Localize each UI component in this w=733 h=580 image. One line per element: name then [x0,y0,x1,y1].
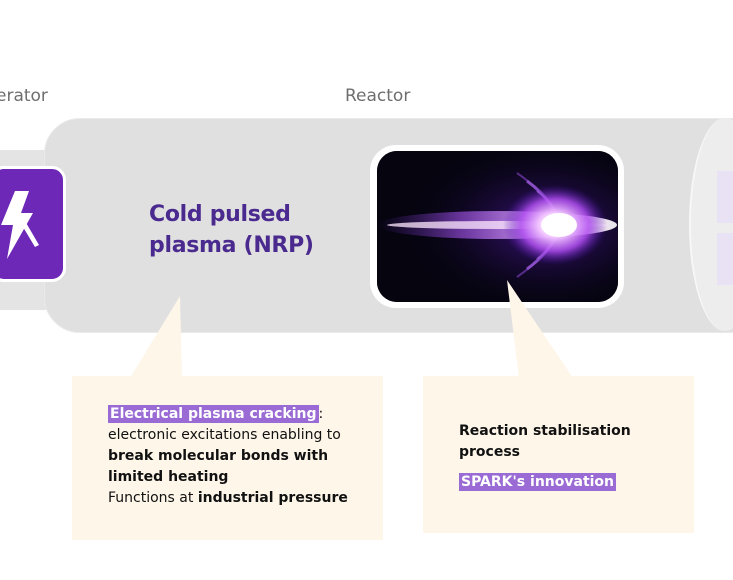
line3-prefix: Functions at [108,490,198,506]
left-callout [72,376,383,540]
left-callout-line3: Functions at industrial pressure [108,488,378,509]
nrp-title-line1: Cold pulsed [149,202,291,227]
plasma-discharge-image [377,151,618,302]
highlight-colon: : [318,406,324,422]
right-callout-text: Reaction stabilisation process SPARK's i… [459,421,694,502]
left-callout-text: Electrical plasma cracking: electronic e… [108,404,378,509]
left-callout-bold-line: break molecular bonds with limited heati… [108,448,329,485]
nrp-title-line2: plasma (NRP) [149,233,314,258]
lightning-bolt-icon [1,191,39,259]
generator-box [0,166,66,282]
spark-innovation-highlight: SPARK's innovation [459,473,617,491]
output-block-top [717,171,733,223]
electrical-plasma-cracking-highlight: Electrical plasma cracking [108,405,319,423]
right-callout-bold-line: Reaction stabilisation process [459,423,631,460]
output-block-bottom [717,233,733,285]
nrp-title: Cold pulsed plasma (NRP) [149,199,314,261]
right-callout-pointer [507,280,573,378]
reactor-label: Reactor [345,86,411,106]
generator-label: erator [0,86,48,106]
left-callout-pointer [130,296,182,378]
left-callout-line1: electronic excitations enabling to [108,427,341,443]
line3-bold: industrial pressure [197,490,348,506]
right-callout [423,376,694,533]
